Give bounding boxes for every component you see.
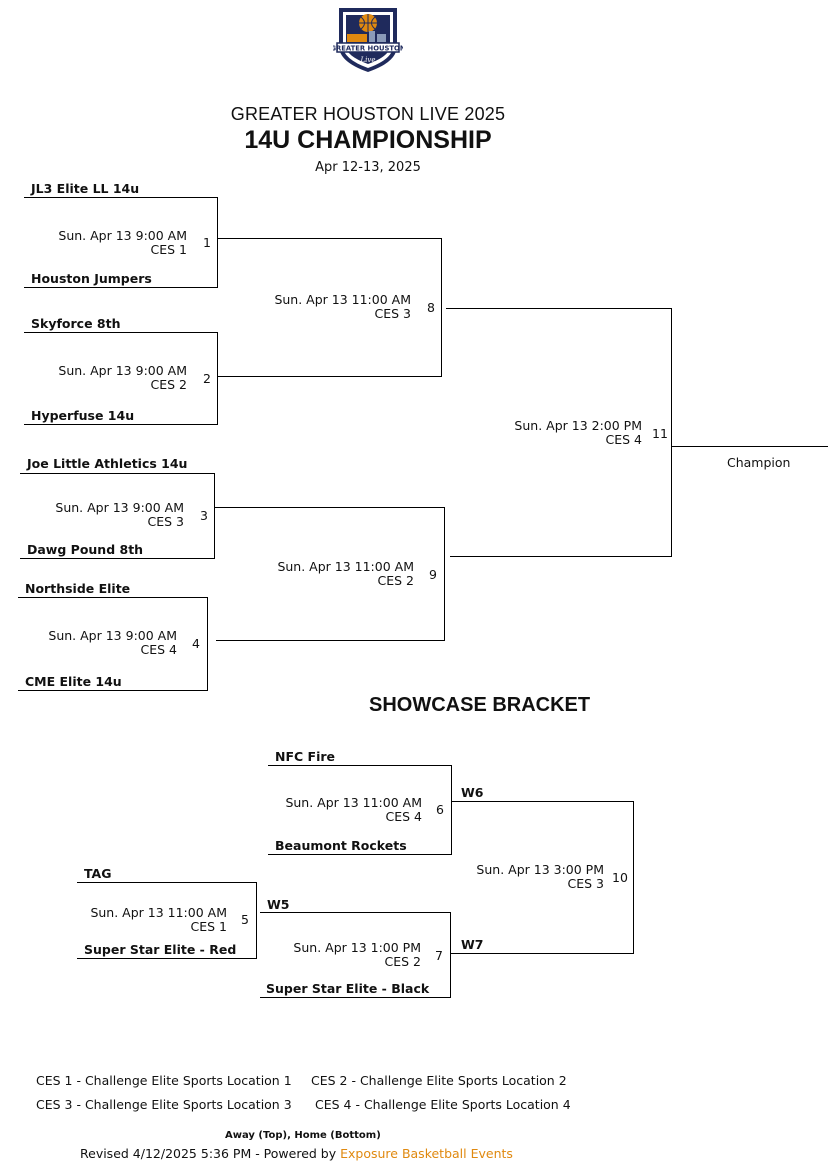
bracket-line	[444, 507, 445, 641]
legend-ces-4: CES 4 - Challenge Elite Sports Location …	[315, 1097, 571, 1112]
bracket-line	[24, 332, 218, 333]
team-cme-elite: CME Elite 14u	[25, 674, 122, 689]
bracket-line	[20, 558, 215, 559]
bracket-line	[207, 597, 208, 690]
bracket-line	[24, 197, 218, 198]
bracket-line	[671, 446, 828, 447]
bracket-line	[216, 640, 445, 641]
game-9-number: 9	[429, 567, 437, 582]
legend-ces-2: CES 2 - Challenge Elite Sports Location …	[311, 1073, 567, 1088]
svg-text:Live: Live	[360, 56, 376, 64]
bracket-line	[24, 424, 218, 425]
shield-logo-icon: GREATER HOUSTON Live	[330, 8, 406, 72]
team-houston-jumpers: Houston Jumpers	[31, 271, 152, 286]
legend-ces-3: CES 3 - Challenge Elite Sports Location …	[36, 1097, 292, 1112]
bracket-line	[77, 958, 257, 959]
bracket-line	[451, 953, 634, 954]
game-11-number: 11	[652, 426, 668, 441]
bracket-line	[215, 507, 445, 508]
team-northside: Northside Elite	[25, 581, 131, 596]
bracket-line	[20, 473, 215, 474]
bracket-line	[446, 308, 672, 309]
game-5-number: 5	[241, 912, 249, 927]
svg-text:GREATER HOUSTON: GREATER HOUSTON	[333, 45, 403, 53]
team-dawg-pound: Dawg Pound 8th	[27, 542, 144, 557]
game-7-number: 7	[435, 948, 443, 963]
team-hyperfuse: Hyperfuse 14u	[31, 408, 135, 423]
bracket-line	[452, 801, 634, 802]
bracket-line	[256, 882, 257, 958]
game-1-number: 1	[203, 235, 211, 250]
powered-by-link[interactable]: Exposure Basketball Events	[340, 1146, 513, 1161]
game-4-number: 4	[192, 636, 200, 651]
game-8-number: 8	[427, 300, 435, 315]
bracket-line	[77, 882, 257, 883]
event-dates: Apr 12-13, 2025	[315, 160, 421, 175]
game-2-number: 2	[203, 371, 211, 386]
team-jl3-elite: JL3 Elite LL 14u	[31, 181, 140, 196]
home-away-note: Away (Top), Home (Bottom)	[225, 1130, 381, 1141]
bracket-line	[671, 308, 672, 557]
game-6-number: 6	[436, 802, 444, 817]
bracket-line	[260, 997, 451, 998]
team-tag: TAG	[84, 866, 112, 881]
winner-w6: W6	[461, 785, 484, 800]
showcase-title: SHOWCASE BRACKET	[369, 694, 591, 716]
event-title: GREATER HOUSTON LIVE 2025	[230, 104, 506, 124]
event-logo: GREATER HOUSTON Live	[330, 4, 406, 74]
bracket-line	[260, 912, 451, 913]
champion-label: Champion	[727, 455, 791, 470]
team-beaumont: Beaumont Rockets	[275, 838, 407, 853]
legend-ces-1: CES 1 - Challenge Elite Sports Location …	[36, 1073, 292, 1088]
team-super-star-red: Super Star Elite - Red	[84, 942, 237, 957]
bracket-line	[24, 287, 218, 288]
bracket-line	[450, 556, 672, 557]
winner-w5: W5	[267, 897, 290, 912]
bracket-line	[218, 376, 442, 377]
bracket-line	[268, 765, 452, 766]
bracket-line	[18, 597, 208, 598]
bracket-line	[450, 912, 451, 998]
game-10-number: 10	[612, 870, 628, 885]
game-3-number: 3	[200, 508, 208, 523]
team-nfc-fire: NFC Fire	[275, 749, 335, 764]
bracket-line	[451, 765, 452, 855]
bracket-title: 14U CHAMPIONSHIP	[244, 126, 492, 154]
bracket-line	[268, 854, 452, 855]
winner-w7: W7	[461, 937, 484, 952]
bracket-line	[441, 238, 442, 377]
revised-note: Revised 4/12/2025 5:36 PM - Powered by E…	[80, 1146, 513, 1161]
bracket-line	[633, 801, 634, 954]
bracket-line	[217, 197, 218, 288]
bracket-line	[218, 238, 442, 239]
revised-text: Revised 4/12/2025 5:36 PM - Powered by	[80, 1146, 341, 1161]
bracket-line	[18, 690, 208, 691]
team-skyforce: Skyforce 8th	[31, 316, 121, 331]
bracket-line	[214, 473, 215, 559]
team-joe-little: Joe Little Athletics 14u	[27, 456, 188, 471]
team-super-star-black: Super Star Elite - Black	[266, 981, 430, 996]
bracket-line	[217, 332, 218, 425]
